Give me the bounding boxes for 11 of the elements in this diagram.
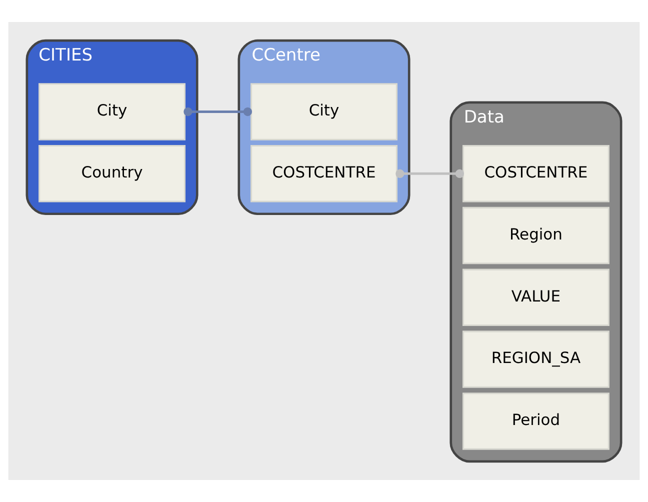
- node-box: Period: [462, 392, 610, 450]
- node-box: City: [250, 83, 398, 140]
- node-box: REGION_SA: [462, 330, 610, 388]
- connector: [184, 107, 252, 116]
- node-box: Country: [38, 145, 186, 202]
- node-box: Region: [462, 206, 610, 264]
- node-box: VALUE: [462, 268, 610, 326]
- node-box: City: [38, 83, 186, 140]
- node-box: COSTCENTRE: [250, 145, 398, 202]
- connector: [396, 169, 464, 178]
- node-box: COSTCENTRE: [462, 145, 610, 202]
